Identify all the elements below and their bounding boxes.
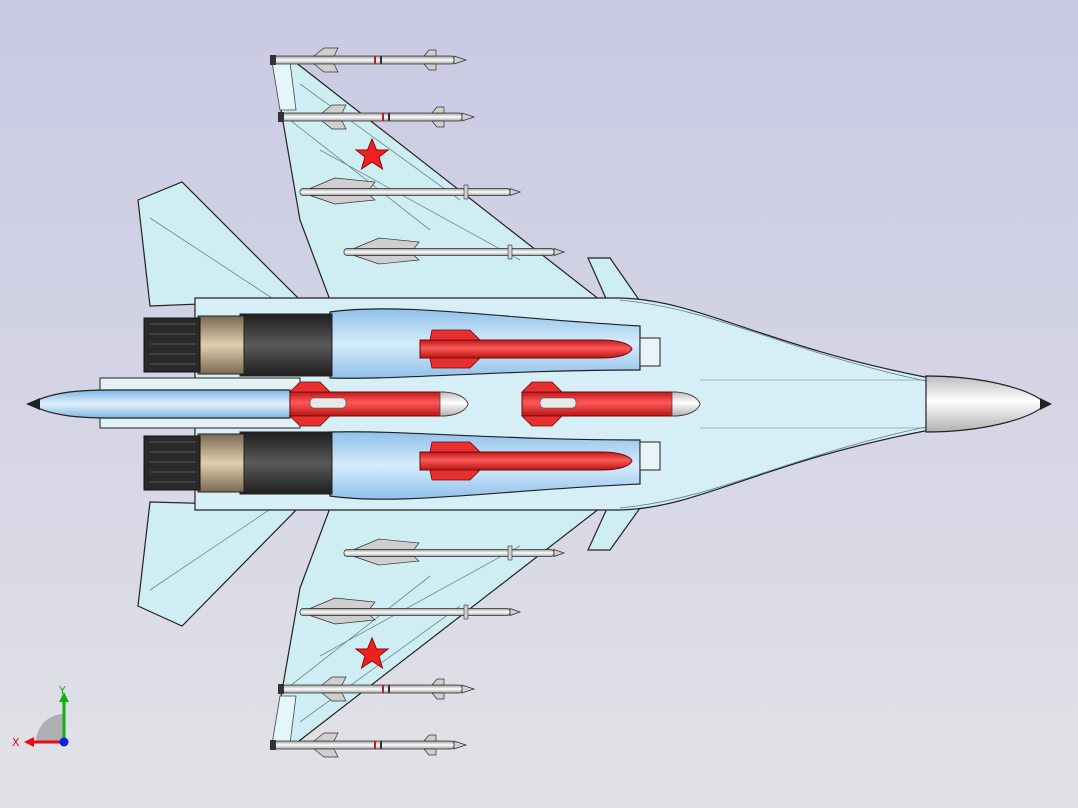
x-axis-label: X (12, 736, 20, 749)
lower-wing[interactable] (271, 507, 602, 749)
y-axis-arrow-icon (59, 692, 69, 702)
lower-tailplane[interactable] (137, 501, 302, 627)
red-missile-center-rear[interactable] (289, 381, 469, 427)
x-axis-arrow-icon (24, 737, 34, 747)
nose-radome (925, 375, 1047, 433)
axis-triad[interactable]: Y X (10, 684, 74, 754)
triad-arc (36, 714, 64, 742)
tail-boom (26, 377, 301, 429)
red-missile-upper[interactable] (419, 329, 633, 369)
y-axis-label: Y (58, 684, 66, 697)
red-missile-lower[interactable] (419, 441, 633, 481)
z-axis-dot (59, 737, 69, 747)
upper-tailplane[interactable] (137, 181, 302, 307)
red-missile-center-front[interactable] (521, 381, 701, 427)
upper-wing[interactable] (271, 57, 602, 301)
